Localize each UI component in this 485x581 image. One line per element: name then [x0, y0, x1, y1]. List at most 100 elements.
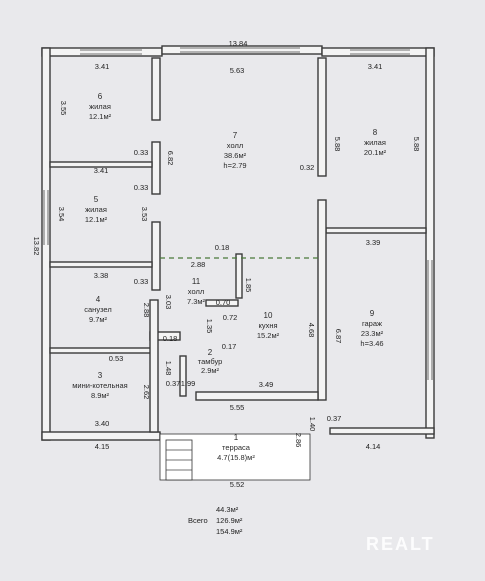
svg-text:38.6м²: 38.6м²	[224, 151, 247, 160]
svg-text:гараж: гараж	[362, 319, 382, 328]
svg-text:8: 8	[373, 128, 378, 137]
svg-text:11: 11	[192, 277, 201, 286]
svg-text:2.88: 2.88	[191, 260, 206, 269]
total-label: Всего	[188, 516, 208, 525]
svg-text:9.7м²: 9.7м²	[89, 315, 108, 324]
svg-text:0.37: 0.37	[327, 414, 342, 423]
room-7: 7 холл 38.6м² h=2.79	[223, 131, 246, 170]
svg-text:0.18: 0.18	[215, 243, 230, 252]
svg-text:3.53: 3.53	[140, 207, 149, 222]
room-2: 2 тамбур 2.9м²	[198, 348, 223, 375]
svg-text:2: 2	[208, 348, 213, 357]
svg-text:кухня: кухня	[258, 321, 277, 330]
svg-text:4.14: 4.14	[366, 442, 381, 451]
svg-text:1.35: 1.35	[205, 319, 214, 334]
realt-watermark: REALT	[366, 534, 435, 554]
svg-text:жилая: жилая	[85, 205, 107, 214]
room-4: 4 санузел 9.7м²	[84, 295, 111, 324]
svg-text:5.88: 5.88	[333, 137, 342, 152]
svg-text:3.55: 3.55	[59, 101, 68, 116]
svg-text:тамбур: тамбур	[198, 357, 223, 366]
svg-text:2.9м²: 2.9м²	[201, 366, 220, 375]
room-6: 6 жилая 12.1м²	[89, 92, 112, 121]
area-totals: 44.3м² Всего 126.9м² 154.9м²	[188, 504, 242, 537]
svg-text:1.99: 1.99	[181, 379, 196, 388]
svg-text:6.87: 6.87	[334, 329, 343, 344]
svg-text:4: 4	[96, 295, 101, 304]
svg-text:0.33: 0.33	[134, 148, 149, 157]
svg-text:0.37: 0.37	[166, 379, 181, 388]
room-10: 10 кухня 15.2м²	[257, 311, 280, 340]
room-9: 9 гараж 23.3м² h=3.46	[360, 309, 383, 348]
svg-text:3.03: 3.03	[164, 295, 173, 310]
svg-text:0.70: 0.70	[216, 298, 231, 307]
svg-text:5.55: 5.55	[230, 403, 245, 412]
room-11: 11 холл 7.3м²	[187, 277, 206, 306]
svg-text:5.52: 5.52	[230, 480, 245, 489]
svg-text:3.41: 3.41	[95, 62, 110, 71]
svg-text:санузел: санузел	[84, 305, 111, 314]
svg-text:4.7(15.8)м²: 4.7(15.8)м²	[217, 453, 255, 462]
svg-text:7: 7	[233, 131, 238, 140]
svg-text:0.53: 0.53	[109, 354, 124, 363]
interior-walls	[49, 57, 427, 433]
svg-text:10: 10	[264, 311, 273, 320]
svg-text:7.3м²: 7.3м²	[187, 297, 206, 306]
svg-text:3.41: 3.41	[368, 62, 383, 71]
svg-text:h=3.46: h=3.46	[360, 339, 383, 348]
svg-text:жилая: жилая	[89, 102, 111, 111]
svg-text:5: 5	[94, 195, 99, 204]
windows	[43, 47, 433, 380]
svg-text:1.85: 1.85	[244, 278, 253, 293]
svg-text:2.88: 2.88	[142, 303, 151, 318]
svg-text:холл: холл	[227, 141, 243, 150]
svg-text:20.1м²: 20.1м²	[364, 148, 387, 157]
svg-text:терраса: терраса	[222, 443, 251, 452]
svg-text:12.1м²: 12.1м²	[85, 215, 108, 224]
svg-text:0.18: 0.18	[163, 334, 178, 343]
total-value-3: 154.9м²	[216, 527, 243, 536]
svg-text:15.2м²: 15.2м²	[257, 331, 280, 340]
svg-text:3.38: 3.38	[94, 271, 109, 280]
total-value-1: 44.3м²	[216, 505, 239, 514]
svg-text:4.15: 4.15	[95, 442, 110, 451]
svg-text:2.86: 2.86	[294, 433, 303, 448]
svg-text:0.17: 0.17	[222, 342, 237, 351]
svg-text:0.33: 0.33	[134, 277, 149, 286]
room-3: 3 мини-котельная 8.9м²	[72, 371, 127, 400]
svg-text:9: 9	[370, 309, 375, 318]
room-8: 8 жилая 20.1м²	[364, 128, 387, 157]
svg-text:13.82: 13.82	[32, 237, 41, 256]
svg-text:1: 1	[234, 433, 239, 442]
svg-text:3.39: 3.39	[366, 238, 381, 247]
svg-text:0.72: 0.72	[223, 313, 238, 322]
svg-text:жилая: жилая	[364, 138, 386, 147]
svg-text:6.82: 6.82	[166, 151, 175, 166]
svg-text:1.48: 1.48	[164, 361, 173, 376]
svg-text:6: 6	[98, 92, 103, 101]
svg-text:0.33: 0.33	[134, 183, 149, 192]
svg-text:h=2.79: h=2.79	[223, 161, 246, 170]
svg-text:3: 3	[98, 371, 103, 380]
svg-text:8.9м²: 8.9м²	[91, 391, 110, 400]
dimension-labels: 13.84 13.82 3.41 3.55 5.63 3.41 5.88 5.8…	[32, 39, 421, 489]
svg-text:холл: холл	[188, 287, 204, 296]
total-value-2: 126.9м²	[216, 516, 243, 525]
svg-text:3.40: 3.40	[95, 419, 110, 428]
svg-text:3.54: 3.54	[57, 207, 66, 222]
svg-text:5.63: 5.63	[230, 66, 245, 75]
room-1: 1 терраса 4.7(15.8)м²	[217, 433, 255, 462]
svg-text:3.41: 3.41	[94, 166, 109, 175]
svg-text:1.40: 1.40	[308, 417, 317, 432]
svg-text:мини-котельная: мини-котельная	[72, 381, 127, 390]
svg-text:5.88: 5.88	[412, 137, 421, 152]
svg-text:12.1м²: 12.1м²	[89, 112, 112, 121]
svg-text:3.49: 3.49	[259, 380, 274, 389]
svg-text:4.68: 4.68	[307, 323, 316, 338]
svg-text:23.3м²: 23.3м²	[361, 329, 384, 338]
svg-text:13.84: 13.84	[229, 39, 248, 48]
room-5: 5 жилая 12.1м²	[85, 195, 108, 224]
svg-text:2.62: 2.62	[142, 385, 151, 400]
stairs-icon	[165, 439, 193, 481]
